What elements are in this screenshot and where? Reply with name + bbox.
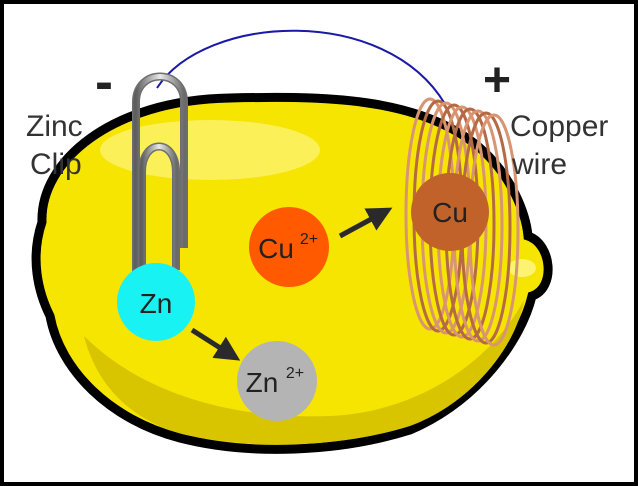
zn-atom: Zn	[117, 263, 195, 341]
copper-label-line2: wire	[511, 148, 567, 181]
zinc-label-line1: Zinc	[26, 110, 83, 143]
lemon-shadow	[84, 300, 524, 445]
cu-atom-label: Cu	[432, 197, 468, 228]
cu-atom: Cu	[411, 173, 489, 251]
positive-terminal-sign: +	[483, 54, 511, 107]
cu-ion: Cu 2+	[249, 207, 329, 287]
connecting-wire	[156, 29, 446, 105]
lemon-highlight	[100, 120, 320, 180]
zn-ion: Zn 2+	[237, 341, 317, 421]
lemon-tip-highlight	[508, 259, 536, 277]
cu-ion-charge: 2+	[300, 231, 318, 248]
zinc-clip	[132, 72, 188, 282]
cu-ion-label: Cu	[258, 233, 294, 264]
zn-ion-charge: 2+	[286, 365, 304, 382]
zn-atom-label: Zn	[140, 288, 173, 319]
arrow-cu-ion-to-cu	[338, 207, 393, 239]
negative-terminal-sign: -	[95, 52, 113, 112]
zinc-label-line2: Clip	[30, 148, 82, 181]
copper-label-line1: Copper	[510, 110, 608, 143]
zn-ion-label: Zn	[246, 367, 279, 398]
arrow-zn-to-zn-ion	[190, 327, 241, 361]
